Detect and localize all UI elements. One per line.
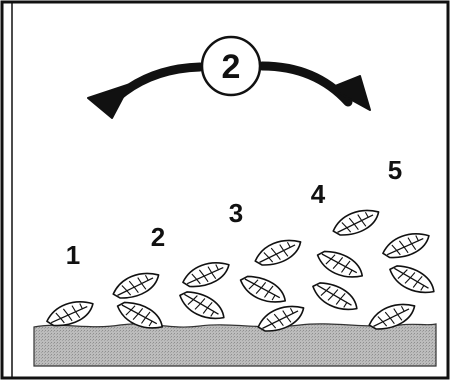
- stack-label-3: 3: [229, 198, 243, 228]
- stack-label-2: 2: [151, 222, 165, 252]
- stack-label-1: 1: [66, 240, 80, 270]
- step-badge: 2: [200, 35, 262, 97]
- ground-strip: [33, 323, 437, 367]
- stack-label-4: 4: [311, 179, 326, 209]
- stack-label-5: 5: [388, 155, 402, 185]
- curved-arrow-icon-right: [257, 61, 371, 111]
- step-badge-number: 2: [222, 48, 241, 86]
- curved-arrow-icon-left: [87, 62, 205, 119]
